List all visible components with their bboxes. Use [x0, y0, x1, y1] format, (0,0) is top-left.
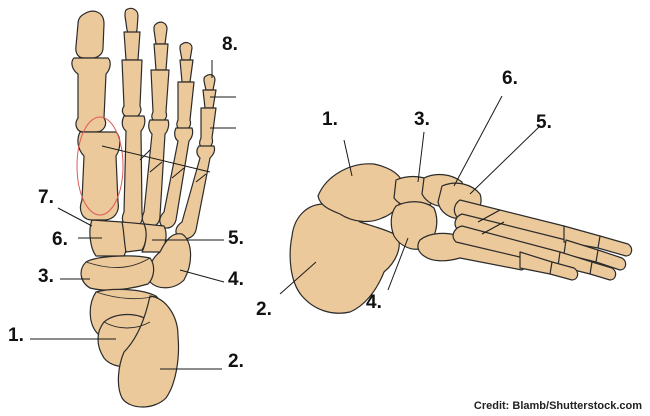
toe-5-distal-phalanx	[203, 74, 216, 91]
lateral-phalanx-3b	[589, 261, 617, 281]
toe-2-middle-phalanx	[123, 31, 141, 61]
lateral-label-6: 6.	[502, 68, 518, 89]
toe-3-proximal-phalanx	[150, 69, 170, 123]
lateral-leader-lines	[279, 95, 541, 295]
lateral-label-2: 2.	[256, 299, 272, 320]
toe-2-proximal-phalanx	[121, 59, 143, 119]
navicular	[80, 255, 155, 291]
toe-3-middle-phalanx	[153, 43, 169, 71]
second-metatarsal	[121, 115, 146, 229]
first-metatarsal-highlight	[76, 116, 124, 216]
big-toe-distal-phalanx	[75, 10, 105, 59]
lateral-foot-view	[289, 163, 633, 314]
image-credit: Credit: Blamb/Shutterstock.com	[473, 400, 642, 412]
toe-5-middle-phalanx	[202, 89, 217, 109]
dorsal-foot-view	[71, 7, 217, 408]
lateral-phalanx-2b	[595, 249, 627, 271]
lateral-phalanx-1b	[597, 235, 633, 257]
calcaneus	[117, 295, 180, 408]
toe-4-proximal-phalanx	[176, 81, 195, 131]
toe-2-distal-phalanx	[124, 7, 139, 35]
toe-3-distal-phalanx	[153, 21, 168, 45]
toe-4-distal-phalanx	[179, 42, 193, 61]
lateral-label-3: 3.	[414, 109, 430, 130]
dorsal-label-5: 5.	[228, 228, 244, 249]
dorsal-label-1: 1.	[8, 325, 24, 346]
dorsal-label-7: 7.	[38, 187, 54, 208]
first-metatarsal	[77, 131, 121, 221]
lateral-label-1: 1.	[322, 109, 338, 130]
intermediate-cuneiform	[121, 221, 147, 253]
lateral-label-4: 4.	[366, 292, 382, 313]
lateral-fifth-metatarsal	[417, 232, 528, 271]
lateral-phalanx-5b	[549, 261, 579, 281]
dorsal-label-3: 3.	[38, 266, 54, 287]
toe-4-middle-phalanx	[179, 59, 194, 83]
dorsal-label-4: 4.	[228, 269, 244, 290]
dorsal-leader-lines	[30, 60, 236, 370]
dorsal-label-8: 8.	[222, 34, 238, 55]
lateral-label-5: 5.	[536, 112, 552, 133]
dorsal-label-6: 6.	[52, 229, 68, 250]
lateral-calcaneus	[289, 203, 400, 314]
dorsal-label-2: 2.	[228, 351, 244, 372]
